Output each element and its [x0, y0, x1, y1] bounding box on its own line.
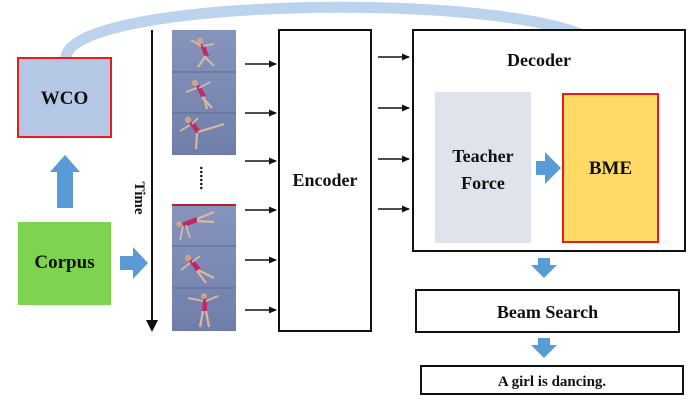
dancer-figure	[185, 79, 213, 110]
decoder-to-beam-arrow	[531, 258, 557, 278]
output-sentence-label: A girl is dancing.	[498, 374, 607, 390]
teacher-force-label-line1: Teacher	[452, 146, 513, 166]
corpus-label: Corpus	[34, 252, 94, 273]
dancer-figure	[180, 254, 215, 284]
bme-label: BME	[589, 158, 632, 179]
video-frames-top	[172, 30, 236, 155]
beam-to-output-arrow	[531, 338, 557, 358]
video-frames-bottom	[172, 204, 236, 331]
corpus-box	[18, 222, 111, 305]
bme-box	[562, 93, 659, 243]
teacher-force-label-line2: Force	[461, 173, 505, 193]
frames-ellipsis: ......	[196, 166, 213, 190]
encoder-box	[278, 29, 372, 332]
time-axis	[146, 30, 158, 332]
wco-box	[17, 57, 112, 138]
teacher-to-bme-arrow	[536, 152, 561, 184]
dancer-figure	[190, 37, 215, 68]
dancer-figure	[176, 210, 215, 241]
encoder-to-decoder-arrows	[378, 53, 410, 213]
dancer-figure	[187, 293, 219, 328]
time-label: Time	[131, 181, 147, 214]
frames-to-encoder-arrows	[245, 60, 277, 314]
teacher-force-box	[435, 92, 531, 243]
corpus-to-wco-arrow	[50, 155, 80, 208]
corpus-to-frames-arrow	[120, 247, 148, 279]
dancer-figure	[179, 116, 225, 150]
decoder-label: Decoder	[507, 50, 571, 70]
beam-search-box	[415, 289, 680, 333]
encoder-label: Encoder	[293, 170, 358, 190]
beam-search-label: Beam Search	[497, 302, 598, 322]
wco-label: WCO	[41, 88, 89, 109]
output-sentence-box	[420, 365, 684, 395]
